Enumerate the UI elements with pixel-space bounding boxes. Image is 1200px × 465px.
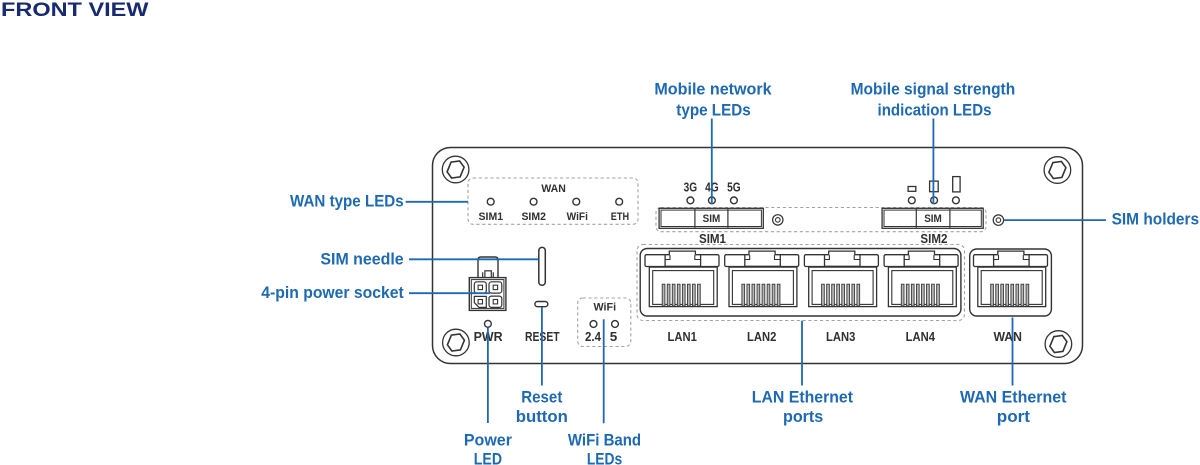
svg-text:SIM2: SIM2 <box>521 211 546 223</box>
svg-text:type LEDs: type LEDs <box>676 102 750 120</box>
svg-text:5: 5 <box>610 330 618 344</box>
svg-text:Reset: Reset <box>521 389 563 407</box>
svg-text:LAN3: LAN3 <box>826 330 855 344</box>
svg-text:LED: LED <box>474 450 502 465</box>
svg-text:port: port <box>997 408 1031 426</box>
svg-text:Mobile signal strength: Mobile signal strength <box>851 81 1016 99</box>
svg-text:5G: 5G <box>727 181 741 195</box>
svg-text:WiFi: WiFi <box>594 301 617 313</box>
svg-text:SIM holders: SIM holders <box>1112 210 1200 228</box>
svg-text:ETH: ETH <box>611 211 629 223</box>
svg-text:3G: 3G <box>684 181 698 195</box>
svg-text:WAN: WAN <box>993 330 1022 344</box>
svg-text:SIM: SIM <box>703 213 721 225</box>
svg-text:SIM needle: SIM needle <box>320 251 403 269</box>
svg-text:LAN Ethernet: LAN Ethernet <box>752 389 854 407</box>
svg-text:SIM: SIM <box>924 213 942 225</box>
svg-text:button: button <box>516 408 568 426</box>
svg-text:WAN type LEDs: WAN type LEDs <box>290 192 404 210</box>
svg-text:SIM1: SIM1 <box>479 211 504 223</box>
svg-text:LAN2: LAN2 <box>747 330 776 344</box>
svg-text:WAN Ethernet: WAN Ethernet <box>960 389 1067 407</box>
svg-text:LEDs: LEDs <box>587 450 622 465</box>
svg-text:WiFi Band: WiFi Band <box>568 431 641 449</box>
svg-text:WAN: WAN <box>541 183 566 195</box>
svg-text:4-pin power socket: 4-pin power socket <box>261 284 404 302</box>
svg-text:2.4: 2.4 <box>585 330 601 344</box>
svg-text:LAN1: LAN1 <box>668 330 697 344</box>
svg-text:SIM2: SIM2 <box>920 232 947 246</box>
svg-text:FRONT VIEW: FRONT VIEW <box>1 0 149 21</box>
svg-text:ports: ports <box>783 408 823 426</box>
svg-text:WiFi: WiFi <box>567 211 588 223</box>
svg-text:LAN4: LAN4 <box>906 330 935 344</box>
svg-text:SIM1: SIM1 <box>699 232 726 246</box>
svg-text:indication LEDs: indication LEDs <box>878 102 992 120</box>
svg-text:Power: Power <box>464 431 513 449</box>
svg-text:Mobile network: Mobile network <box>654 81 772 99</box>
